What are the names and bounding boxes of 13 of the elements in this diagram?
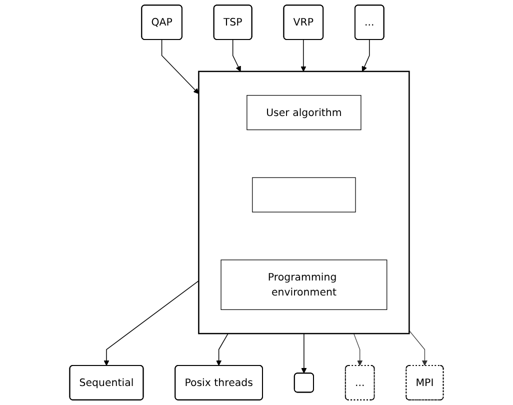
node-box: Programming environment <box>220 260 388 310</box>
cluster <box>198 70 410 334</box>
arrow <box>161 39 199 94</box>
node-box: User algorithm <box>246 95 362 130</box>
node-box <box>252 177 356 212</box>
arrow <box>353 333 363 366</box>
arrow <box>300 39 306 72</box>
arrow <box>362 39 370 72</box>
arrow <box>232 39 241 72</box>
arrow <box>408 330 428 366</box>
arrow <box>104 280 200 366</box>
arrow <box>301 333 307 374</box>
arrow <box>216 333 228 366</box>
